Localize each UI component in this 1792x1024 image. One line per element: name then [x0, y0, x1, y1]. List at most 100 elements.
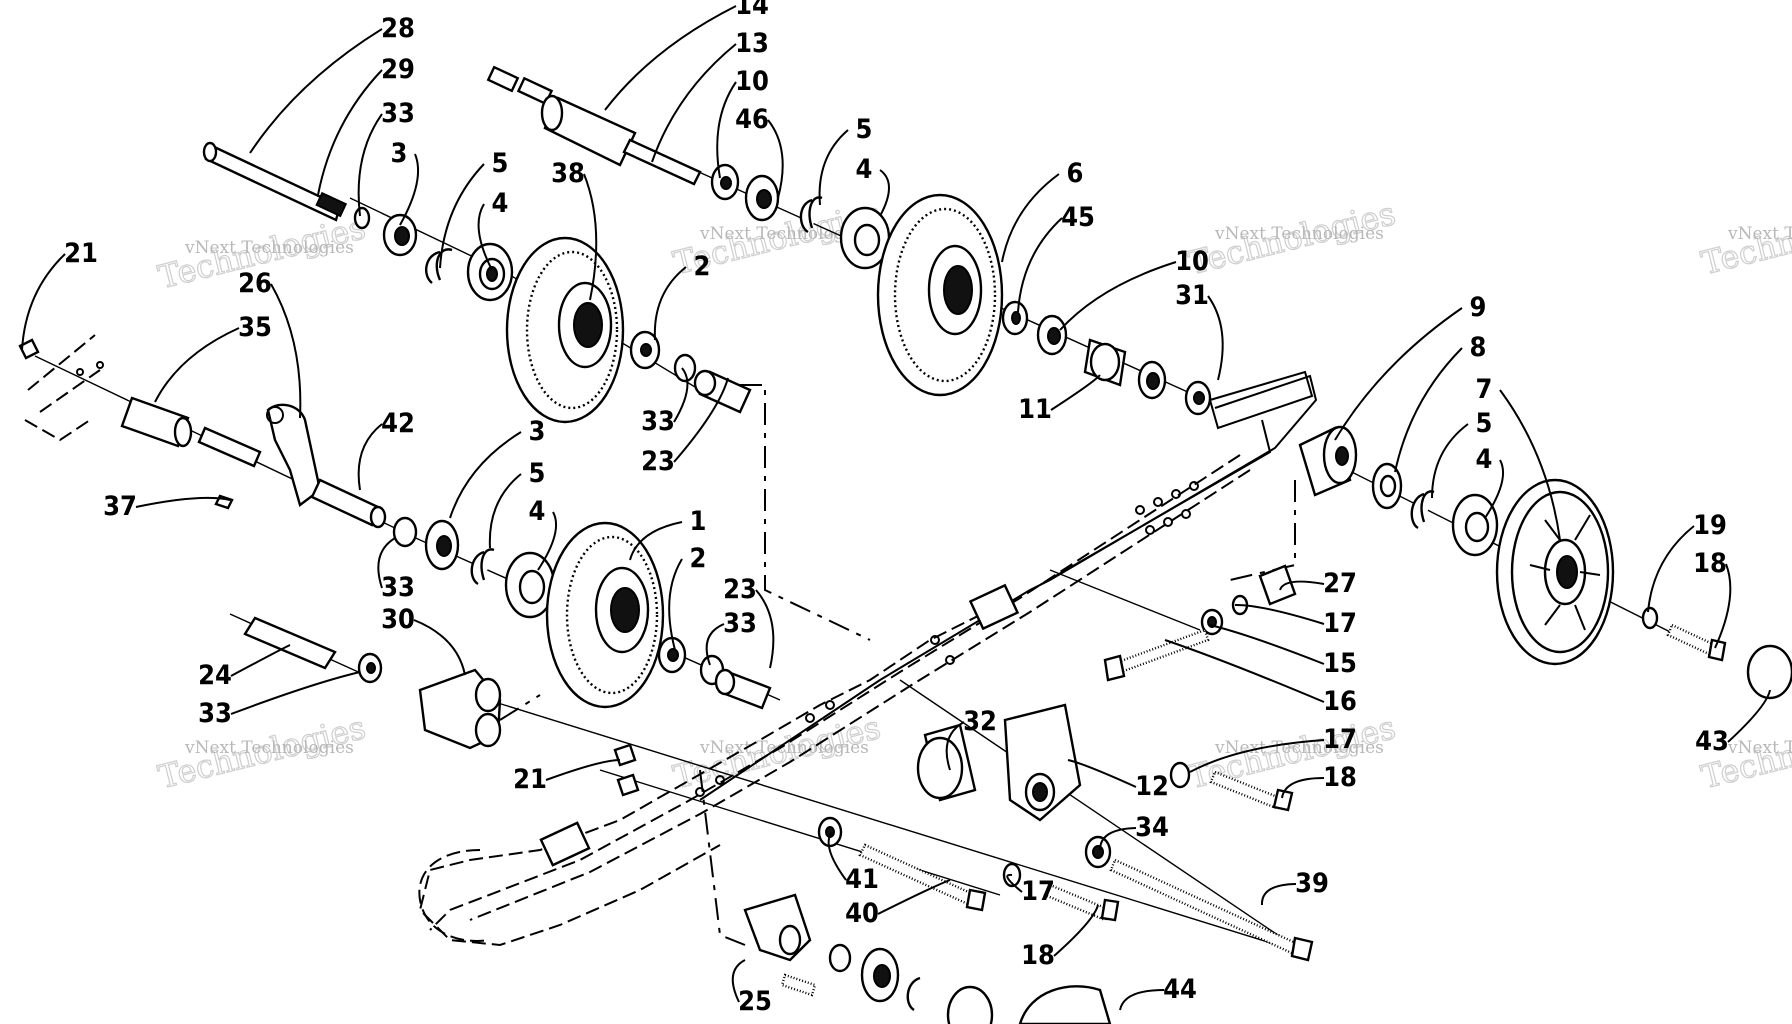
part-number-label: 45	[1061, 202, 1095, 233]
leader-line	[1499, 389, 1561, 541]
part-number-label: 39	[1295, 868, 1329, 899]
part-number-label: 40	[845, 898, 879, 929]
part-number-label: 5	[1476, 408, 1493, 439]
leader-line	[1059, 261, 1177, 331]
part-number-label: 13	[735, 28, 769, 59]
callout-14: 14	[604, 0, 769, 111]
lower-middle-assembly	[743, 703, 1314, 1024]
part-number-label: 26	[238, 268, 272, 299]
callout-26: 26	[238, 268, 302, 419]
rear-wheel-assembly	[1103, 425, 1792, 700]
part-number-label: 41	[845, 864, 879, 895]
leader-line	[477, 203, 493, 271]
callout-39: 39	[1260, 868, 1329, 906]
callout-45: 45	[1017, 202, 1095, 313]
callout-18: 18	[1281, 762, 1357, 799]
part-number-label: 4	[529, 496, 546, 527]
callout-32: 32	[945, 706, 997, 771]
leader-line	[1727, 689, 1771, 743]
leader-line	[1189, 739, 1325, 773]
part-number-label: 17	[1323, 724, 1357, 755]
callout-33: 33	[705, 608, 757, 666]
part-number-label: 2	[694, 251, 711, 282]
part-number-label: 16	[1323, 686, 1357, 717]
watermark-text: vNext Technologies	[1727, 738, 1792, 758]
callout-17: 17	[1234, 603, 1357, 639]
leader-line	[1281, 777, 1325, 799]
leader-line	[488, 473, 522, 549]
leader-line	[818, 129, 849, 206]
part-number-label: 5	[529, 458, 546, 489]
callout-41: 41	[827, 831, 879, 895]
part-number-label: 15	[1323, 648, 1357, 679]
leader-line	[629, 521, 683, 561]
part-number-label: 5	[492, 148, 509, 179]
leader-line	[545, 759, 621, 781]
callout-19: 19	[1647, 510, 1727, 613]
part-number-label: 3	[529, 416, 546, 447]
part-number-label: 25	[738, 986, 772, 1017]
leader-line	[1234, 603, 1325, 625]
part-number-label: 18	[1693, 548, 1727, 579]
callout-15: 15	[1209, 624, 1357, 679]
leader-line	[945, 721, 965, 771]
leader-line	[1053, 904, 1099, 957]
callout-29: 29	[317, 54, 415, 196]
part-number-label: 1	[690, 506, 707, 537]
callout-5: 5	[1431, 408, 1493, 499]
callout-8: 8	[1394, 332, 1486, 473]
leader-line	[317, 69, 383, 196]
leader-line	[1334, 307, 1463, 441]
callout-13: 13	[651, 28, 769, 163]
leader-line	[1164, 639, 1325, 703]
upper-left-shaft-assembly	[202, 141, 514, 302]
callout-33: 33	[377, 537, 415, 603]
watermark-text: vNext Technologies	[1727, 224, 1792, 244]
part-number-label: 28	[381, 13, 415, 44]
leader-line	[716, 81, 737, 179]
part-number-label: 33	[381, 572, 415, 603]
leader-line	[1260, 883, 1297, 906]
watermark-text: vNext Technologies	[1214, 224, 1384, 244]
part-number-label: 37	[103, 491, 137, 522]
leader-line	[604, 5, 737, 111]
part-number-label: 35	[238, 312, 272, 343]
leader-line	[230, 644, 291, 677]
leader-line	[1067, 759, 1137, 788]
leader-line	[357, 113, 383, 217]
part-number-label: 21	[64, 238, 98, 269]
leader-line	[357, 423, 383, 491]
callout-5: 5	[488, 458, 546, 549]
leader-line	[1647, 525, 1695, 613]
leader-line	[583, 173, 598, 301]
leader-line	[673, 377, 729, 463]
leader-line	[1207, 295, 1224, 381]
callout-33: 33	[198, 671, 361, 729]
rail-holes	[695, 481, 1199, 797]
callout-28: 28	[249, 13, 415, 154]
leader-line	[270, 283, 302, 419]
callout-43: 43	[1695, 689, 1771, 757]
part-number-label: 6	[1067, 158, 1084, 189]
callout-11: 11	[1018, 374, 1101, 425]
callout-12: 12	[1067, 759, 1169, 802]
callout-18: 18	[1693, 548, 1732, 649]
leader-line	[1714, 563, 1732, 649]
leader-line	[135, 496, 231, 508]
leader-line	[1394, 347, 1463, 473]
part-number-label: 23	[723, 574, 757, 605]
callout-17: 17	[1006, 873, 1055, 907]
part-number-label: 14	[735, 0, 769, 21]
callout-3: 3	[449, 416, 546, 519]
part-number-label: 12	[1135, 771, 1169, 802]
leader-line	[413, 619, 466, 676]
callout-44: 44	[1119, 974, 1197, 1011]
idler-wheel-1	[545, 521, 772, 710]
callout-27: 27	[1279, 568, 1357, 599]
leader-line	[1050, 374, 1101, 411]
callout-2: 2	[653, 251, 711, 341]
callout-38: 38	[551, 158, 598, 301]
